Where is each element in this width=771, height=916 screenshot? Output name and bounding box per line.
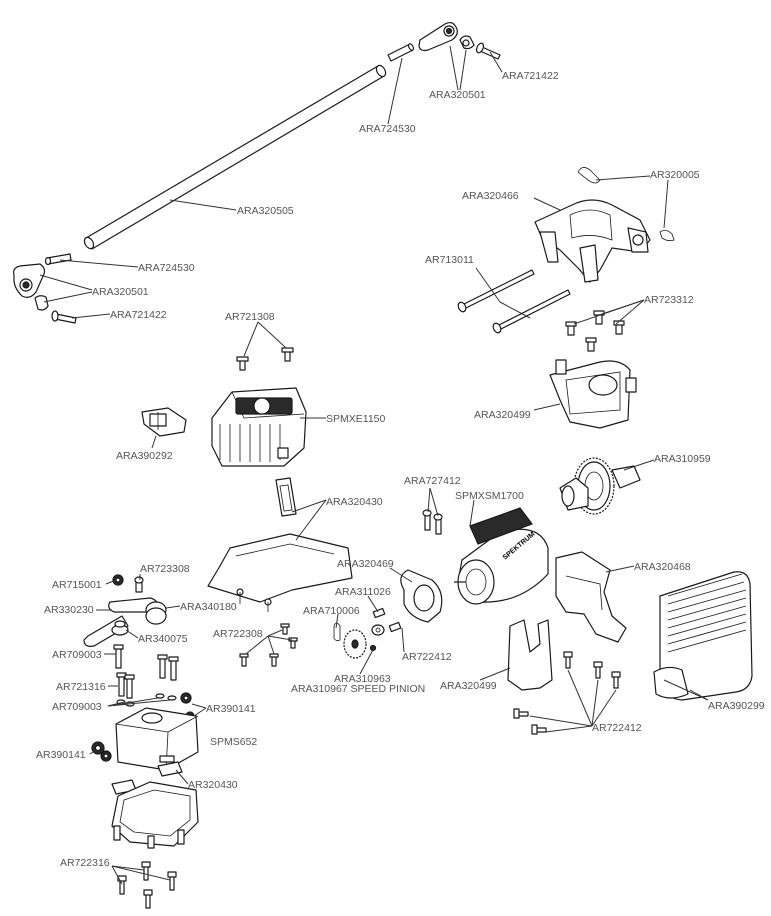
label-ara721422-bot: ARA721422 xyxy=(110,309,167,321)
pin-ara724530-top xyxy=(387,43,415,62)
shaft-ar713011-b xyxy=(492,289,571,334)
label-ar340075: AR340075 xyxy=(138,633,188,645)
label-ar713011: AR713011 xyxy=(425,254,474,266)
label-ara390292: ARA390292 xyxy=(116,450,173,462)
label-spms652: SPMS652 xyxy=(210,736,257,748)
label-ar390141-right: AR390141 xyxy=(206,703,256,715)
screw-ara721422-bot xyxy=(51,310,77,324)
bracket-ara320468 xyxy=(555,551,627,643)
label-ara320501-bot: ARA320501 xyxy=(92,286,149,298)
bulkhead-ara320499-bot xyxy=(507,619,553,691)
label-ar709003-a: AR709003 xyxy=(52,649,102,661)
label-ara320505: ARA320505 xyxy=(237,205,294,217)
label-ara724530-top: ARA724530 xyxy=(359,123,416,135)
label-ara310967: ARA310967 SPEED PINION xyxy=(291,683,425,695)
label-ara710006: ARA710006 xyxy=(303,605,360,617)
servo-tray xyxy=(111,781,199,849)
screws-ar722308 xyxy=(239,623,298,667)
screws-ara311026 xyxy=(371,607,402,636)
mount-ara320466 xyxy=(534,199,651,283)
leader-lines xyxy=(39,45,709,885)
nut-ar715001 xyxy=(112,574,124,586)
label-ar330230: AR330230 xyxy=(44,604,94,616)
label-ar320430-bot: AR320430 xyxy=(188,779,238,791)
grommets-ar390141-left xyxy=(91,741,112,762)
label-ar722316: AR722316 xyxy=(60,857,110,869)
label-ar723312: AR723312 xyxy=(644,294,694,306)
pin-ara724530-bot xyxy=(44,253,72,266)
pinion-ara310967 xyxy=(333,622,377,659)
screws-ara727412 xyxy=(422,509,443,535)
spacer-ara320430-top xyxy=(275,477,297,517)
clip-ar320005-b xyxy=(659,230,675,242)
label-ar390141-left: AR390141 xyxy=(36,749,86,761)
label-ara320501-top: ARA320501 xyxy=(429,89,486,101)
label-ar721308: AR721308 xyxy=(225,311,275,323)
esc-spmxe1150 xyxy=(211,387,307,467)
motor-mount-ara320469 xyxy=(400,569,443,623)
heatsink-ara390299 xyxy=(653,571,753,701)
label-ara390299: ARA390299 xyxy=(708,700,765,712)
label-ara320469: ARA320469 xyxy=(337,558,394,570)
label-ara310963: ARA310963 xyxy=(334,673,391,685)
label-ara340180: ARA340180 xyxy=(180,601,237,613)
screw-ara721422-top xyxy=(475,42,501,60)
label-ara721422-top: ARA721422 xyxy=(502,70,559,82)
rod-end-ara320501-bot xyxy=(13,263,49,311)
label-ara727412: ARA727412 xyxy=(404,475,461,487)
connector-ara390292 xyxy=(141,407,187,437)
screws-ar722412 xyxy=(513,651,621,735)
label-ara320430-top: ARA320430 xyxy=(326,496,383,508)
motor-spmxsm1700: SPEKTRUM xyxy=(454,507,549,605)
bulkhead-ara320499-top xyxy=(549,359,637,429)
label-ara311026: ARA311026 xyxy=(335,586,391,598)
clip-ar320005 xyxy=(577,167,601,184)
label-ara320468: ARA320468 xyxy=(634,561,691,573)
label-spmxsm1700: SPMXSM1700 xyxy=(455,490,524,502)
label-ara310959: ARA310959 xyxy=(654,453,711,465)
label-ara724530-bot: ARA724530 xyxy=(138,262,195,274)
label-ara320499-top: ARA320499 xyxy=(474,409,531,421)
saver-ara340180 xyxy=(145,601,167,625)
label-ar320005: AR320005 xyxy=(650,169,700,181)
screw-ar723308 xyxy=(134,576,144,593)
label-ar715001: AR715001 xyxy=(52,579,102,591)
label-ar722308: AR722308 xyxy=(213,628,263,640)
label-spmxe1150: SPMXE1150 xyxy=(326,413,385,425)
label-ar722412-bot: AR722412 xyxy=(592,722,642,734)
servo-spms652 xyxy=(115,707,199,771)
screws-ar721316 xyxy=(113,644,179,699)
shaft-ar713011-a xyxy=(457,269,535,313)
link-rod-ara320505 xyxy=(83,64,387,250)
label-ara320499-bot: ARA320499 xyxy=(440,680,497,692)
part-ar340075 xyxy=(111,620,129,636)
label-ara320466: ARA320466 xyxy=(462,190,519,202)
label-ar723308: AR723308 xyxy=(140,563,190,575)
label-ar722412-mid: AR722412 xyxy=(402,651,452,663)
plate-ara320430 xyxy=(207,533,353,612)
rod-end-ara320501-top xyxy=(418,21,475,52)
spur-gear-ara310959 xyxy=(559,457,641,515)
label-ar709003-b: AR709003 xyxy=(52,701,102,713)
screws-ar722316 xyxy=(117,861,177,909)
screws-ar721308 xyxy=(236,347,294,371)
label-ar721316: AR721316 xyxy=(56,681,106,693)
